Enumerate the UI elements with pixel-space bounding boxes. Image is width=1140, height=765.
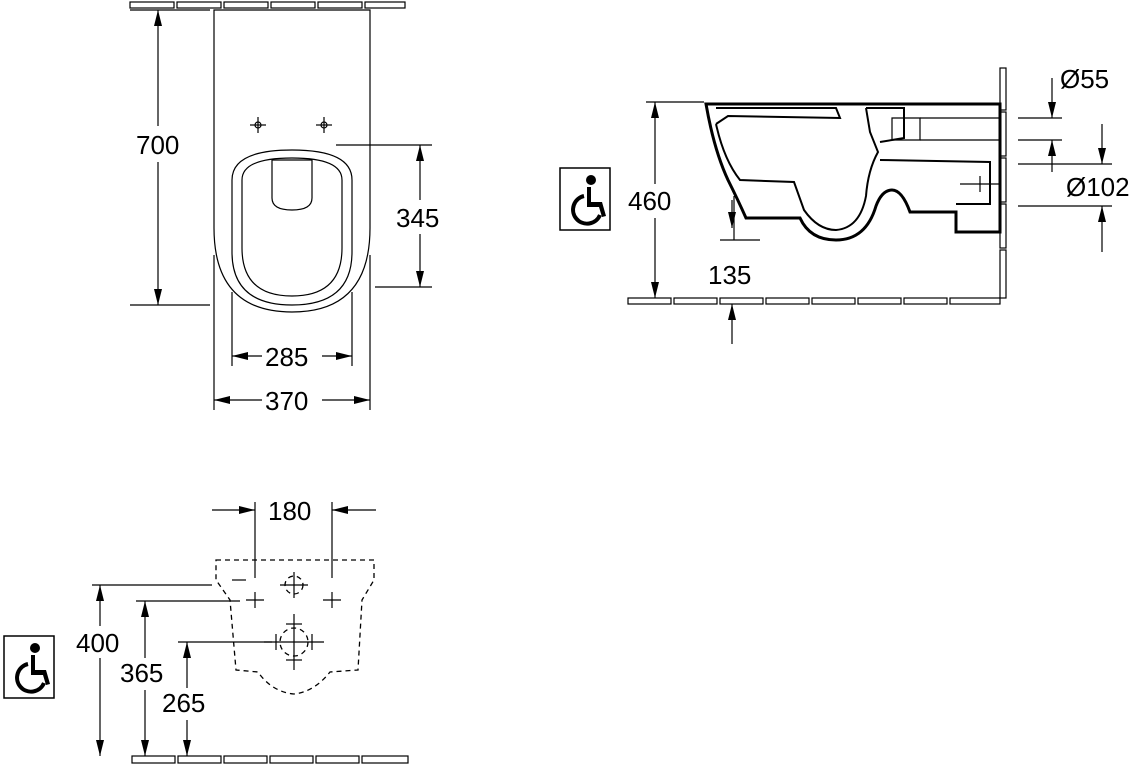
flush-pipe-label: Ø55 [1060,64,1109,94]
bowl-outline [213,9,371,313]
front-height-label: 700 [136,130,179,160]
side-view: 460 135 Ø55 Ø102 [558,64,1130,344]
hinge-marks [250,117,332,133]
outer-width-label: 370 [265,386,308,416]
seat-inner [241,157,343,297]
bolt-marks [232,572,341,670]
seat-opening [271,159,313,211]
waste-pipe-label: Ø102 [1066,172,1130,202]
mounting-view: 180 400 365 265 [2,496,409,764]
bowl-profile [704,102,1002,242]
side-height-label: 460 [628,186,671,216]
floor-side [627,297,1001,305]
wheelchair-icon [558,166,612,232]
wheelchair-icon-mount [2,634,56,700]
mounting-outline [215,559,375,695]
height-265-label: 265 [162,688,205,718]
inner-width-label: 285 [265,342,308,372]
height-365-label: 365 [120,658,163,688]
floor-clearance-label: 135 [708,260,751,290]
bolt-spacing-label: 180 [268,496,311,526]
front-view: 700 345 285 370 [129,1,448,416]
wall-strip-top [129,1,406,9]
seat-outline [231,149,353,306]
bowl-inner-profile [715,107,880,232]
height-400-label: 400 [76,628,119,658]
floor-mount [131,755,409,764]
seat-height-label: 345 [396,203,439,233]
